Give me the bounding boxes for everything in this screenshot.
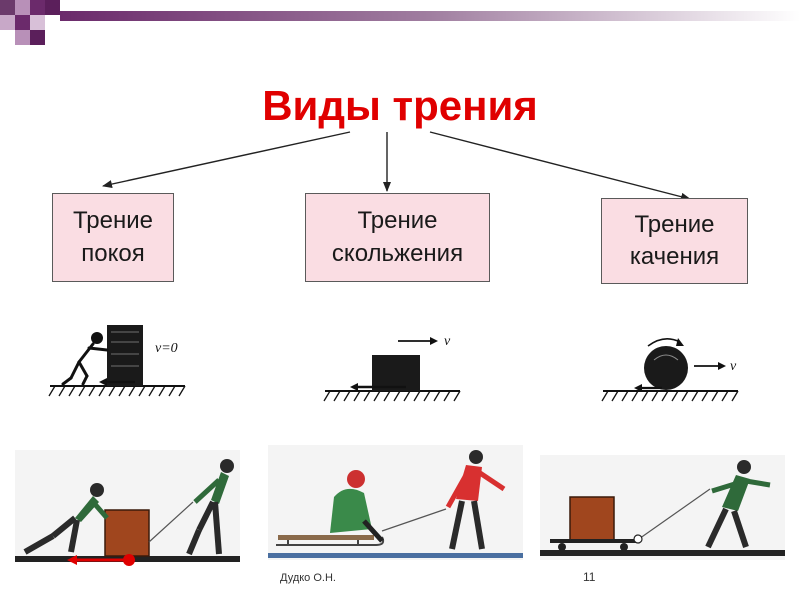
pulling-man (186, 459, 234, 556)
arrow-to-rolling (429, 131, 691, 201)
cart-crate (569, 496, 615, 542)
man-pulling-cart (705, 460, 771, 549)
page-title: Виды трения (262, 82, 538, 129)
header-gradient-bar (60, 11, 800, 21)
header-decoration (0, 0, 800, 45)
sliding-velocity-label: v (444, 334, 451, 349)
static-velocity-label: v=0 (155, 341, 178, 356)
arrow-to-static (102, 131, 351, 188)
static-friction-diagram: v=0 (48, 325, 186, 397)
pushing-boy (23, 483, 109, 555)
illustration-cart (540, 455, 785, 560)
sliding-block (372, 355, 420, 391)
rolling-friction-diagram: v (601, 338, 739, 402)
connector-arrows (102, 131, 691, 201)
cart-platform (550, 539, 636, 543)
box-sliding-friction: Трение скольжения (305, 193, 490, 282)
footer-author: Дудко О.Н. (280, 572, 336, 584)
box-static-friction: Трение покоя (52, 193, 174, 282)
sliding-friction-diagram: v (323, 334, 461, 402)
static-block (107, 325, 143, 386)
illustration-push-pull-crate (15, 450, 240, 566)
boy-pulling-sled (445, 450, 506, 550)
child-on-sled (330, 470, 384, 543)
rolling-velocity-label: v (730, 359, 737, 374)
footer-page-number: 11 (583, 570, 596, 584)
crate (104, 509, 150, 557)
pushing-person (61, 332, 109, 386)
rolling-ball (644, 346, 688, 390)
box-rolling-friction: Трение качения (601, 198, 748, 284)
illustration-sled (268, 445, 523, 560)
